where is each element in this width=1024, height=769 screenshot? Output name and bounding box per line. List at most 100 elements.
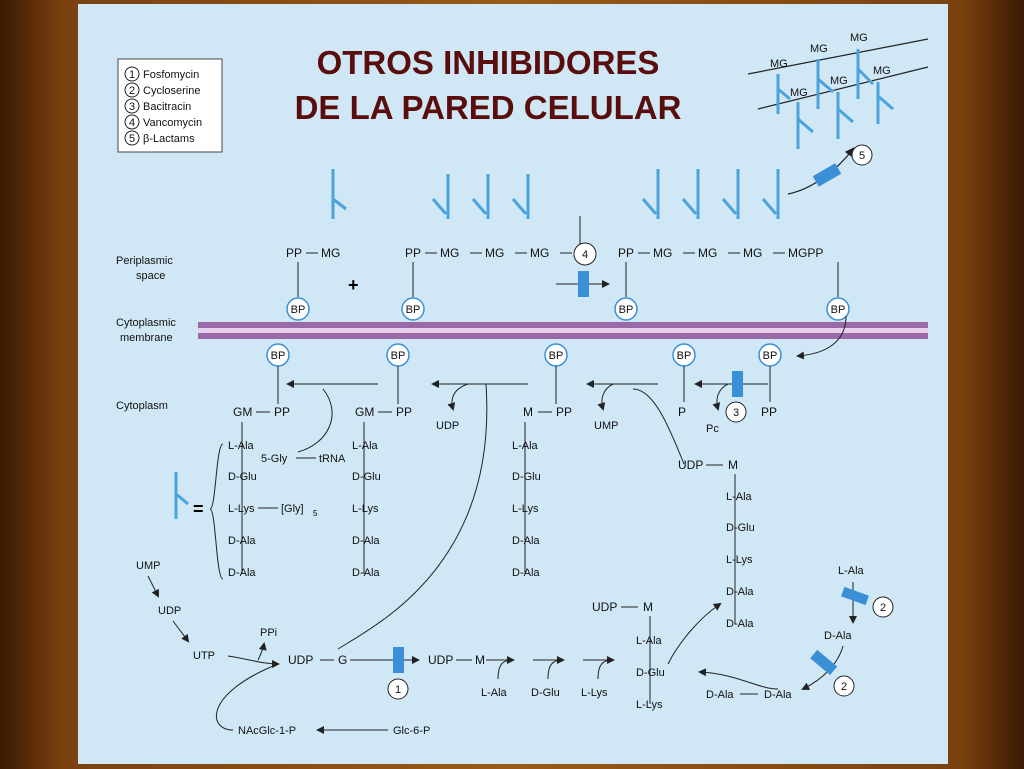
svg-text:Vancomycin: Vancomycin (143, 117, 202, 129)
svg-text:4: 4 (582, 249, 588, 261)
svg-text:L-Lys: L-Lys (636, 699, 663, 711)
svg-text:D-Ala: D-Ala (228, 535, 256, 547)
svg-text:L-Lys: L-Lys (581, 687, 608, 699)
legend-item-2: 2 Cycloserine (124, 82, 200, 98)
svg-text:L-Ala: L-Ala (512, 440, 539, 452)
svg-text:GM: GM (233, 405, 252, 419)
svg-text:D-Glu: D-Glu (531, 687, 560, 699)
svg-text:2: 2 (841, 681, 847, 693)
membrane-label-2: membrane (120, 332, 173, 344)
svg-text:BP: BP (831, 304, 846, 316)
legend-item-5: 5 β-Lactams (124, 130, 195, 146)
svg-text:UDP: UDP (436, 420, 459, 432)
svg-text:UDP: UDP (592, 600, 617, 614)
svg-text:UMP: UMP (594, 420, 618, 432)
svg-text:=: = (193, 499, 204, 519)
svg-text:D-Ala: D-Ala (726, 618, 754, 630)
svg-text:L-Ala: L-Ala (481, 687, 508, 699)
svg-text:MG: MG (743, 246, 762, 260)
svg-text:Pc: Pc (706, 423, 719, 435)
svg-text:PP: PP (396, 405, 412, 419)
title-line-2: DE LA PARED CELULAR (295, 89, 682, 126)
periplasmic-label-1: Periplasmic (116, 255, 173, 267)
legend-item-4: 4 Vancomycin (124, 114, 202, 130)
svg-text:D-Ala: D-Ala (512, 535, 540, 547)
svg-text:D-Ala: D-Ala (824, 630, 852, 642)
svg-text:L-Ala: L-Ala (228, 440, 255, 452)
bactoprenol-carriers: BP BP BP BP BP BP BP BP BP (266, 297, 850, 367)
svg-text:MG: MG (830, 75, 848, 87)
svg-text:P: P (678, 405, 686, 419)
svg-text:MG: MG (850, 32, 868, 44)
svg-text:UDP: UDP (428, 653, 453, 667)
svg-text:MG: MG (770, 58, 788, 70)
inhibitor-2-cycloserine: L-Ala 2 D-Ala 2 (801, 565, 894, 697)
svg-text:NAcGlc-1-P: NAcGlc-1-P (238, 725, 296, 737)
legend-item-3: 3 Bacitracin (124, 98, 191, 114)
svg-text:Glc-6-P: Glc-6-P (393, 725, 430, 737)
svg-text:MG: MG (698, 246, 717, 260)
udp-m-synthesis: UDP M L-Ala D-Glu L-Lys UDP G 1 UMP UDP … (136, 383, 615, 737)
svg-text:MG: MG (873, 65, 891, 77)
svg-text:5-Gly: 5-Gly (261, 453, 288, 465)
svg-text:Cycloserine: Cycloserine (143, 85, 200, 97)
slide-canvas: OTROS INHIBIDORES DE LA PARED CELULAR 1 … (78, 4, 948, 764)
svg-text:MG: MG (485, 246, 504, 260)
svg-text:PP: PP (405, 246, 421, 260)
svg-text:L-Ala: L-Ala (726, 491, 753, 503)
svg-text:L-Ala: L-Ala (838, 565, 865, 577)
svg-text:MG: MG (810, 43, 828, 55)
svg-text:UDP: UDP (678, 458, 703, 472)
membrane-label-1: Cytoplasmic (116, 317, 176, 329)
periplasmic-label-2: space (136, 270, 165, 282)
svg-text:Bacitracin: Bacitracin (143, 101, 191, 113)
svg-text:BP: BP (291, 304, 306, 316)
svg-text:MG: MG (790, 87, 808, 99)
svg-text:D-Ala: D-Ala (726, 586, 754, 598)
svg-text:M: M (728, 458, 738, 472)
svg-text:2: 2 (880, 602, 886, 614)
svg-text:5: 5 (859, 150, 865, 162)
svg-text:L-Ala: L-Ala (352, 440, 379, 452)
svg-text:PPi: PPi (260, 627, 277, 639)
svg-text:D-Glu: D-Glu (352, 471, 381, 483)
svg-text:L-Lys: L-Lys (228, 503, 255, 515)
svg-text:L-Lys: L-Lys (352, 503, 379, 515)
svg-text:GM: GM (355, 405, 374, 419)
svg-text:BP: BP (391, 350, 406, 362)
svg-text:UDP: UDP (288, 653, 313, 667)
periplasm-intermediates: PP MG + PP MG MG MG 4 PP MG (286, 169, 839, 297)
svg-text:MG: MG (440, 246, 459, 260)
legend-box: 1 Fosfomycin 2 Cycloserine 3 Bacitracin … (117, 58, 223, 153)
svg-text:L-Lys: L-Lys (512, 503, 539, 515)
svg-text:M: M (643, 600, 653, 614)
svg-text:M: M (475, 653, 485, 667)
svg-text:G: G (338, 653, 347, 667)
svg-text:D-Glu: D-Glu (512, 471, 541, 483)
svg-text:PP: PP (286, 246, 302, 260)
udp-m-pentapeptide: UDP M L-Ala D-Glu L-Lys D-Ala D-Ala (678, 458, 755, 630)
svg-text:BP: BP (271, 350, 286, 362)
svg-text:3: 3 (129, 101, 135, 113)
svg-text:PP: PP (556, 405, 572, 419)
svg-text:BP: BP (549, 350, 564, 362)
svg-text:BP: BP (619, 304, 634, 316)
svg-text:D-Ala: D-Ala (706, 689, 734, 701)
svg-text:D-Ala: D-Ala (228, 567, 256, 579)
svg-text:M: M (523, 405, 533, 419)
crosslinked-peptidoglycan: MG MG MG MG MG MG (747, 32, 929, 149)
legend-item-1: 1 Fosfomycin (124, 66, 199, 82)
peptidoglycan-synthesis-diagram: OTROS INHIBIDORES DE LA PARED CELULAR 1 … (116, 32, 929, 737)
cytoplasm-label: Cytoplasm (116, 400, 168, 412)
svg-text:4: 4 (129, 117, 135, 129)
svg-text:1: 1 (395, 684, 401, 696)
svg-text:MGPP: MGPP (788, 246, 823, 260)
svg-text:MG: MG (653, 246, 672, 260)
inhibitor-5-betalactams: 5 (787, 144, 873, 195)
svg-text:BP: BP (763, 350, 778, 362)
svg-text:[Gly]: [Gly] (281, 503, 304, 515)
svg-text:D-Glu: D-Glu (228, 471, 257, 483)
svg-text:D-Glu: D-Glu (636, 667, 665, 679)
svg-text:PP: PP (274, 405, 290, 419)
svg-text:2: 2 (129, 85, 135, 97)
